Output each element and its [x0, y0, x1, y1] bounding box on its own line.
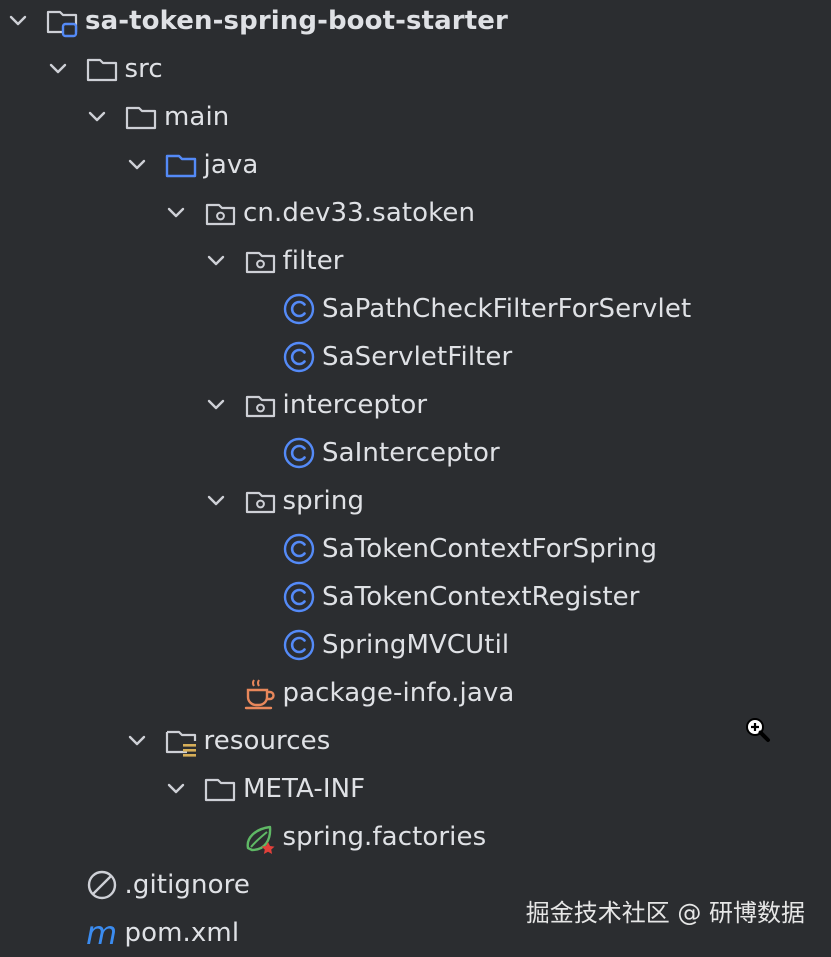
tree-row-src[interactable]: src	[0, 45, 831, 93]
tree-row-filter[interactable]: filter	[0, 237, 831, 285]
class-icon	[283, 581, 315, 613]
zoom-cursor-icon	[746, 718, 770, 742]
tree-row-satokencontextregister[interactable]: SaTokenContextRegister	[0, 573, 831, 621]
package-icon	[205, 203, 236, 226]
tree-row-cn-dev33-satoken[interactable]: cn.dev33.satoken	[0, 189, 831, 237]
tree-row-sa-token-spring-boot-starter[interactable]: sa-token-spring-boot-starter	[0, 0, 831, 45]
gitignore-icon	[87, 870, 116, 900]
chevron-down-icon[interactable]	[125, 153, 149, 177]
tree-row-sainterceptor[interactable]: SaInterceptor	[0, 429, 831, 477]
tree-row-interceptor[interactable]: interceptor	[0, 381, 831, 429]
chevron-down-icon[interactable]	[6, 9, 30, 33]
tree-item-label: SaPathCheckFilterForServlet	[322, 294, 692, 324]
maven-icon: m	[86, 916, 117, 950]
tree-row-java[interactable]: java	[0, 141, 831, 189]
chevron-down-icon[interactable]	[164, 777, 188, 801]
java-file-icon	[244, 679, 275, 710]
tree-item-label: SaServletFilter	[322, 342, 513, 372]
tree-item-label: package-info.java	[282, 678, 515, 708]
tree-row-sapathcheckfilterforservlet[interactable]: SaPathCheckFilterForServlet	[0, 285, 831, 333]
tree-row-resources[interactable]: resources	[0, 717, 831, 765]
chevron-down-icon[interactable]	[204, 249, 228, 273]
class-icon	[283, 629, 315, 661]
tree-item-label: SpringMVCUtil	[322, 630, 510, 660]
class-icon	[283, 293, 315, 325]
tree-row-saservletfilter[interactable]: SaServletFilter	[0, 333, 831, 381]
tree-row-main[interactable]: main	[0, 93, 831, 141]
tree-item-label: META-INF	[243, 774, 366, 804]
package-icon	[245, 395, 275, 418]
tree-item-label: SaTokenContextForSpring	[322, 534, 658, 564]
package-icon	[245, 491, 275, 514]
tree-item-label: spring	[282, 486, 365, 516]
spring-file-icon	[246, 825, 274, 854]
tree-row-meta-inf[interactable]: META-INF	[0, 765, 831, 813]
chevron-down-icon[interactable]	[125, 729, 149, 753]
tree-item-label: .gitignore	[124, 870, 250, 900]
tree-row-spring[interactable]: spring	[0, 477, 831, 525]
module-folder-icon	[46, 10, 78, 38]
tree-item-label: resources	[203, 726, 331, 756]
tree-item-label: spring.factories	[282, 822, 487, 852]
tree-item-label: SaTokenContextRegister	[322, 582, 640, 612]
chevron-down-icon[interactable]	[85, 105, 109, 129]
tree-row-gitignore[interactable]: .gitignore	[0, 861, 831, 909]
tree-item-label: SaInterceptor	[322, 438, 500, 468]
tree-item-label: src	[124, 54, 163, 84]
resources-folder-icon	[165, 730, 196, 757]
tree-row-satokencontextforspring[interactable]: SaTokenContextForSpring	[0, 525, 831, 573]
watermark-text: 掘金技术社区 @ 研博数据	[525, 899, 805, 927]
package-icon	[245, 251, 275, 274]
tree-item-label: java	[203, 150, 259, 180]
folder-icon	[86, 58, 117, 82]
tree-item-label: interceptor	[282, 390, 428, 420]
tree-row-package-info-java[interactable]: package-info.java	[0, 669, 831, 717]
chevron-down-icon[interactable]	[204, 489, 228, 513]
class-icon	[283, 437, 315, 469]
tree-item-label: main	[164, 102, 230, 132]
class-icon	[283, 341, 315, 373]
chevron-down-icon[interactable]	[46, 57, 70, 81]
tree-item-label: pom.xml	[124, 918, 240, 948]
chevron-down-icon[interactable]	[164, 201, 188, 225]
folder-icon	[125, 106, 157, 130]
tree-item-label: cn.dev33.satoken	[243, 198, 476, 228]
folder-icon	[204, 778, 236, 802]
source-folder-icon	[165, 154, 196, 178]
class-icon	[283, 533, 315, 565]
chevron-down-icon[interactable]	[204, 393, 228, 417]
tree-row-spring-factories[interactable]: spring.factories	[0, 813, 831, 861]
tree-row-springmvcutil[interactable]: SpringMVCUtil	[0, 621, 831, 669]
svg-text:m: m	[86, 916, 117, 950]
tree-item-label: filter	[282, 246, 344, 276]
tree-item-label: sa-token-spring-boot-starter	[85, 6, 508, 36]
